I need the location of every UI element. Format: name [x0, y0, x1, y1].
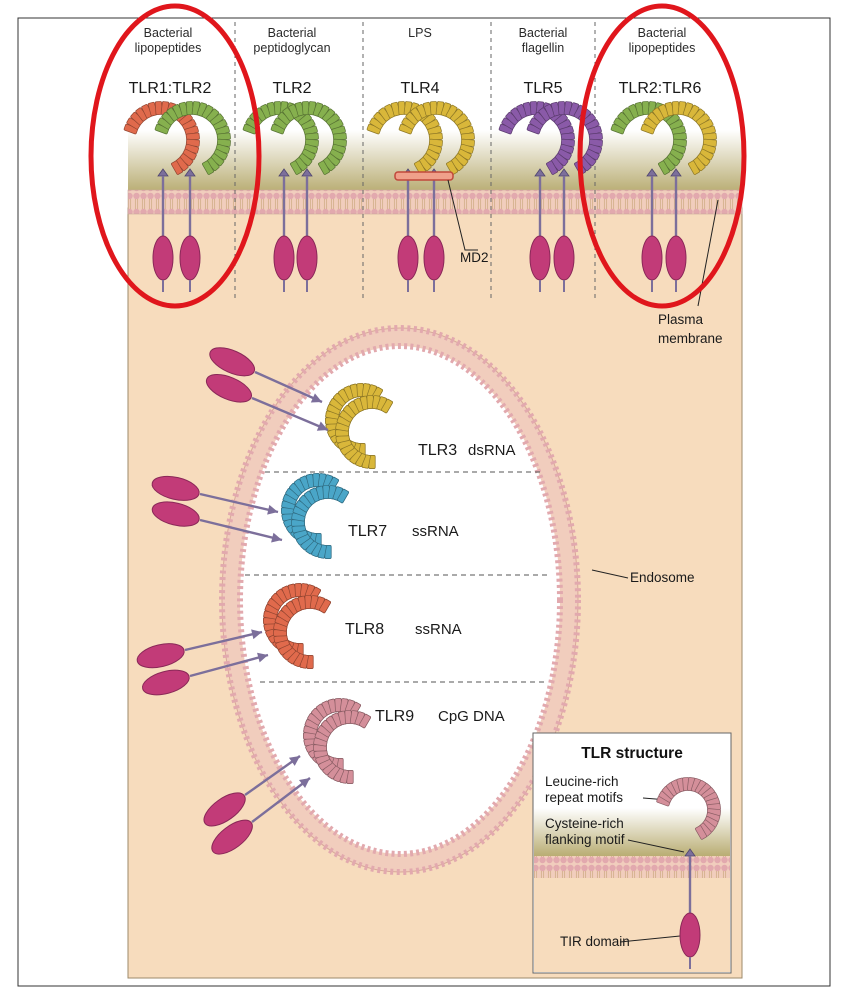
tir-label: TIR domain — [560, 934, 630, 949]
lrr-label-a: Leucine-rich — [545, 774, 619, 789]
ligand-label-2b: peptidoglycan — [253, 41, 330, 55]
tir-domain — [297, 236, 317, 280]
ligand-label-3a: LPS — [408, 26, 432, 40]
tir-domain — [680, 913, 700, 957]
ligand-label-2a: Bacterial — [268, 26, 317, 40]
tir-domain — [180, 236, 200, 280]
endosomal-ligand-ssrna-7: ssRNA — [412, 523, 459, 540]
tir-domain — [642, 236, 662, 280]
tir-domain — [666, 236, 686, 280]
tlr-structure-inset: TLR structure Leucine-rich repeat motifs… — [533, 733, 731, 973]
tlr-structure-title: TLR structure — [581, 745, 683, 762]
ligand-label-1a: Bacterial — [144, 26, 193, 40]
receptor-label-tlr5: TLR5 — [523, 80, 562, 97]
endosomal-receptor-tlr8: TLR8 — [345, 621, 384, 638]
tir-domain — [554, 236, 574, 280]
endosomal-receptor-tlr9: TLR9 — [375, 708, 414, 725]
endosome-label: Endosome — [630, 570, 695, 585]
cys-label-a: Cysteine-rich — [545, 816, 624, 831]
ligand-label-1b: lipopeptides — [135, 41, 202, 55]
plasma-membrane-label-b: membrane — [658, 331, 723, 346]
endosomal-ligand-ssrna-8: ssRNA — [415, 621, 462, 638]
tir-domain — [274, 236, 294, 280]
tir-domain — [530, 236, 550, 280]
cys-label-b: flanking motif — [545, 832, 625, 847]
md2-protein — [395, 172, 453, 180]
receptor-label-tlr2: TLR2 — [272, 80, 311, 97]
tir-domain — [424, 236, 444, 280]
ligand-label-4a: Bacterial — [519, 26, 568, 40]
receptor-label-tlr2-tlr6: TLR2:TLR6 — [619, 80, 702, 97]
tir-domain — [398, 236, 418, 280]
receptor-label-tlr1-tlr2: TLR1:TLR2 — [129, 80, 212, 97]
ligand-label-5b: lipopeptides — [629, 41, 696, 55]
endosomal-receptor-tlr3: TLR3 — [418, 442, 457, 459]
tlr-structure-cytoplasm — [534, 878, 730, 972]
plasma-membrane-label-a: Plasma — [658, 312, 704, 327]
receptor-label-tlr4: TLR4 — [400, 80, 439, 97]
ligand-label-5a: Bacterial — [638, 26, 687, 40]
ligand-label-4b: flagellin — [522, 41, 564, 55]
endosomal-ligand-cpg-dna: CpG DNA — [438, 708, 505, 725]
endosomal-ligand-dsrna: dsRNA — [468, 442, 516, 459]
lrr-label-b: repeat motifs — [545, 790, 623, 805]
endosomal-receptor-tlr7: TLR7 — [348, 523, 387, 540]
tir-domain — [153, 236, 173, 280]
md2-label: MD2 — [460, 250, 489, 265]
tlr-structure-membrane — [534, 856, 730, 878]
